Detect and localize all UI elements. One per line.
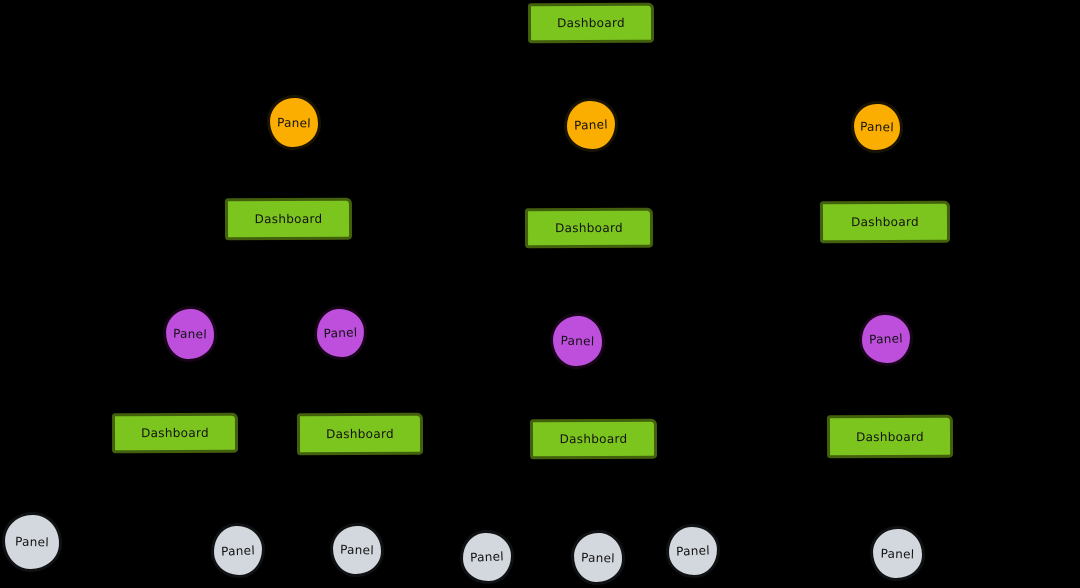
node-dashboard[interactable]: Dashboard — [819, 200, 951, 244]
node-label: Panel — [675, 543, 711, 559]
node-dashboard[interactable]: Dashboard — [826, 414, 954, 459]
node-panel-orange[interactable]: Panel — [850, 100, 904, 154]
node-dashboard[interactable]: Dashboard — [296, 412, 424, 456]
node-dashboard[interactable]: Dashboard — [527, 2, 655, 44]
node-label: Panel — [220, 542, 256, 559]
node-label: Panel — [560, 333, 595, 349]
node-panel-gray[interactable]: Panel — [459, 529, 515, 585]
node-label: Dashboard — [557, 15, 625, 31]
node-dashboard[interactable]: Dashboard — [111, 412, 239, 454]
node-label: Dashboard — [555, 220, 623, 236]
node-label: Panel — [573, 117, 609, 133]
node-dashboard[interactable]: Dashboard — [224, 197, 353, 241]
node-label: Dashboard — [856, 429, 924, 444]
node-label: Panel — [580, 550, 616, 565]
node-dashboard[interactable]: Dashboard — [524, 207, 654, 249]
node-label: Dashboard — [559, 431, 628, 447]
node-label: Panel — [14, 534, 50, 550]
node-panel-gray[interactable]: Panel — [329, 522, 385, 578]
node-panel-gray[interactable]: Panel — [665, 523, 721, 579]
node-label: Panel — [276, 115, 312, 130]
node-panel-purple[interactable]: Panel — [858, 311, 914, 367]
node-panel-orange[interactable]: Panel — [563, 97, 619, 153]
node-label: Panel — [172, 326, 208, 342]
node-dashboard[interactable]: Dashboard — [529, 418, 658, 460]
node-label: Panel — [880, 546, 915, 561]
node-panel-gray[interactable]: Panel — [210, 522, 266, 579]
node-label: Dashboard — [851, 214, 919, 230]
node-label: Panel — [859, 119, 895, 135]
node-label: Panel — [868, 331, 904, 347]
node-label: Dashboard — [326, 426, 394, 442]
node-panel-gray[interactable]: Panel — [869, 525, 926, 582]
node-panel-purple[interactable]: Panel — [162, 305, 218, 363]
node-label: Dashboard — [141, 425, 209, 441]
node-label: Panel — [339, 542, 375, 558]
node-panel-gray[interactable]: Panel — [1, 511, 63, 573]
node-panel-purple[interactable]: Panel — [549, 312, 606, 370]
node-label: Panel — [323, 325, 358, 341]
node-panel-purple[interactable]: Panel — [313, 305, 368, 361]
node-panel-gray[interactable]: Panel — [570, 529, 626, 586]
node-label: Dashboard — [254, 211, 323, 227]
node-label: Panel — [469, 549, 505, 565]
node-panel-orange[interactable]: Panel — [266, 94, 322, 151]
